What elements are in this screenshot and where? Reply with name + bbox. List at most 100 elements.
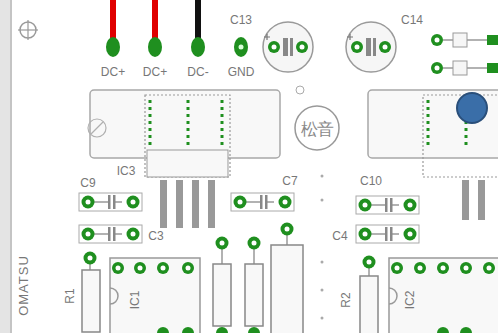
pad (487, 35, 498, 45)
pad (127, 196, 140, 209)
part-body (453, 33, 467, 47)
cap-plate (113, 227, 116, 241)
module-tab (147, 150, 228, 177)
resistor-symbol (213, 264, 231, 326)
polarity-mark (264, 34, 353, 40)
pad (157, 262, 169, 274)
pad (157, 327, 169, 333)
blue-marker (457, 93, 487, 123)
red-wire (152, 0, 158, 42)
cap-plate (260, 195, 263, 209)
pad-hole (220, 241, 225, 246)
board-margin (0, 0, 10, 333)
cap-outline (79, 193, 142, 211)
pad-hole (138, 266, 143, 271)
pad (216, 327, 228, 333)
pad (437, 262, 449, 274)
pad (82, 228, 95, 241)
cap-plate (283, 38, 288, 56)
capacitor-c9 (79, 193, 142, 211)
pad-hole (395, 266, 400, 271)
cap-plate (108, 195, 111, 209)
pad (414, 262, 426, 274)
capacitor-c4 (356, 225, 419, 243)
dot (321, 261, 324, 264)
logo-circle (295, 106, 339, 150)
cap-plate (113, 195, 116, 209)
regulator-leg (192, 180, 199, 228)
part-label: C3 (148, 230, 163, 242)
pad-hole (116, 266, 121, 271)
part-label: R1 (64, 288, 76, 303)
dip-notch (389, 288, 397, 304)
pad-hole (238, 200, 243, 205)
lead (443, 40, 453, 68)
part-label: C14 (401, 14, 423, 26)
board-edge (10, 0, 12, 333)
pad-hole (435, 38, 440, 43)
pad (182, 327, 194, 333)
screw-slot (91, 122, 103, 134)
regulator-leg (462, 180, 469, 220)
black-wire (195, 0, 201, 42)
part-label: R2 (340, 292, 352, 307)
pad (112, 262, 124, 274)
pad (483, 262, 495, 274)
regulator-outline (368, 90, 498, 158)
component-body (271, 245, 303, 333)
part-label: C4 (332, 230, 347, 242)
dip-pads (391, 262, 495, 333)
pad (404, 228, 417, 241)
pad-hole (367, 260, 372, 265)
cap-plate (390, 227, 393, 241)
cap-plate (385, 227, 388, 241)
dip-pads (112, 262, 194, 333)
dot (321, 289, 324, 292)
cap-outline (356, 225, 419, 243)
part-label: C9 (80, 177, 95, 189)
cap-outline (79, 225, 142, 243)
pad-hole (131, 232, 136, 237)
pad-hole (272, 45, 277, 50)
cap-plate (390, 198, 393, 212)
pad-hole (363, 203, 368, 208)
pad (268, 41, 280, 53)
pin-label: DC+ (143, 66, 167, 78)
pad (248, 237, 261, 250)
logo-text: 松音 (301, 121, 333, 138)
module-outline (145, 95, 230, 177)
pad (248, 327, 260, 333)
pad (404, 199, 417, 212)
part-label: IC3 (117, 165, 136, 177)
pad (351, 41, 363, 53)
pad (182, 262, 194, 274)
red-wire (110, 0, 116, 42)
pad (234, 196, 247, 209)
regulator-leg (160, 180, 167, 228)
maker-text: OMATSU (17, 255, 30, 316)
pad (281, 223, 294, 236)
capacitor-outline (263, 22, 313, 72)
pad-hole (487, 266, 492, 271)
pad (359, 199, 372, 212)
pad (460, 327, 472, 333)
dot (321, 175, 324, 178)
pad-hole (239, 45, 244, 50)
cap-plate (108, 227, 111, 241)
via (296, 86, 304, 94)
mount-cross (27, 20, 28, 40)
pad (191, 37, 205, 57)
pad-hole (161, 266, 166, 271)
pad (431, 62, 443, 74)
part-body (453, 61, 467, 75)
cap-plate (290, 38, 293, 56)
pad-hole (86, 232, 91, 237)
pad (82, 196, 95, 209)
pad (234, 37, 248, 57)
part-label: C10 (360, 175, 382, 187)
pad (487, 63, 498, 73)
pad (437, 327, 449, 333)
regulator-leg (208, 180, 215, 228)
pad (359, 228, 372, 241)
